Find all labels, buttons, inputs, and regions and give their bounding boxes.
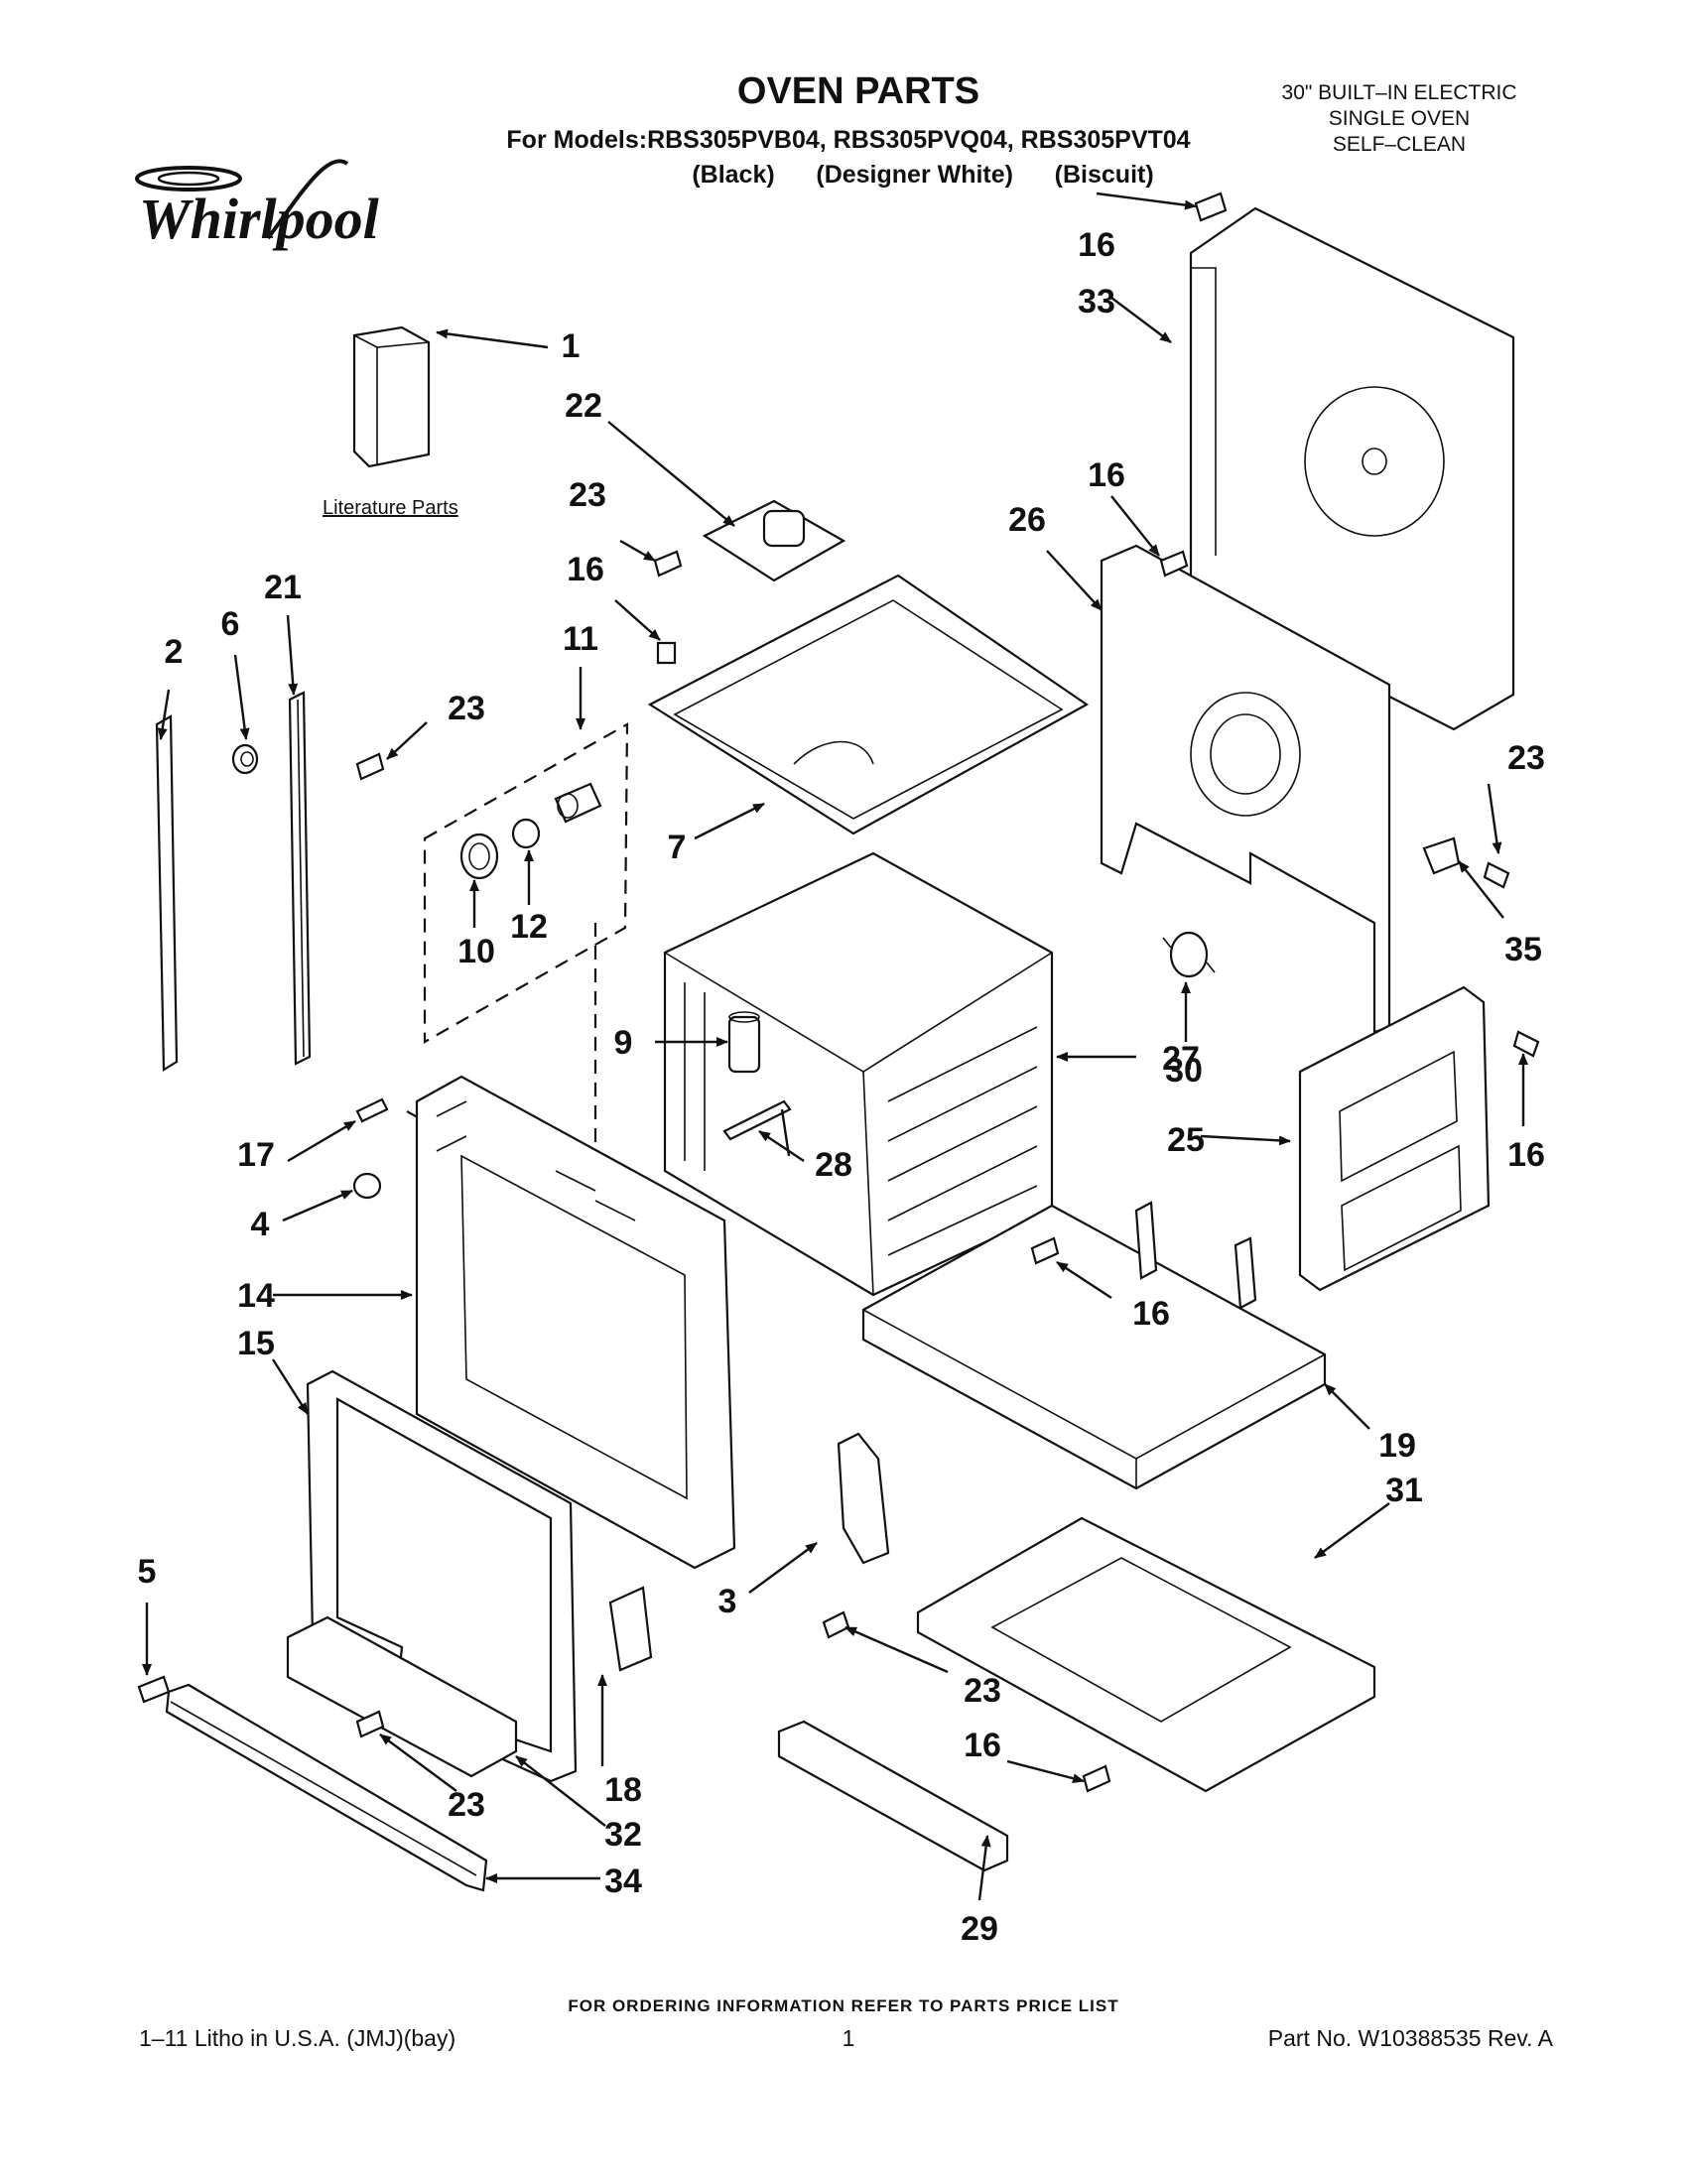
part-21-rail <box>288 691 312 1066</box>
callout-23-rail: 23 <box>448 690 485 727</box>
part-12-knob-cap <box>511 818 541 849</box>
callout-33: 33 <box>1078 283 1115 321</box>
callout-16-bottom: 16 <box>1132 1295 1170 1333</box>
part-26-shield <box>1100 544 1391 1034</box>
part-34-trim <box>165 1683 488 1892</box>
callout-labels: 1 2 3 4 5 6 7 9 10 11 12 14 15 16 16 16 … <box>138 226 1545 1948</box>
literature-label: Literature Parts <box>323 497 458 519</box>
callout-23-baffle: 23 <box>448 1786 485 1824</box>
part-31-tray <box>916 1516 1376 1793</box>
screw-16-side-panel <box>1512 1030 1540 1058</box>
appliance-type-line-2: SINGLE OVEN <box>1329 107 1470 130</box>
callout-15: 15 <box>237 1325 275 1362</box>
callout-16-side: 16 <box>1507 1136 1545 1174</box>
screw-23-bracket <box>653 550 683 578</box>
literature-parts <box>352 325 431 468</box>
part-5-screw <box>137 1675 171 1704</box>
callout-2: 2 <box>165 633 184 671</box>
appliance-type-line-3: SELF–CLEAN <box>1333 133 1466 156</box>
callout-27: 27 <box>1162 1040 1200 1078</box>
part-number: Part No. W10388535 Rev. A <box>1268 2025 1554 2051</box>
part-33-back-panel <box>1189 206 1515 731</box>
callout-18: 18 <box>604 1771 642 1809</box>
whirlpool-logo: Whirlpool <box>135 159 380 251</box>
page-number: 1 <box>843 2025 855 2051</box>
part-7-top-panel <box>647 574 1090 835</box>
callout-23-side: 23 <box>1507 739 1545 777</box>
part-11-group-outline <box>423 722 629 1044</box>
callout-19: 19 <box>1378 1427 1416 1465</box>
part-29-vent-cover <box>777 1720 1009 1872</box>
callout-26: 26 <box>1008 501 1046 539</box>
part-25-side-panel <box>1298 985 1491 1292</box>
screw-16-top-panel <box>656 641 677 665</box>
screw-23-side <box>1483 861 1510 889</box>
callout-23-bracket: 23 <box>569 476 606 514</box>
part-19-bottom-panel <box>861 1201 1327 1490</box>
callout-16-shield: 16 <box>1088 456 1125 494</box>
screw-16-bottom <box>1030 1236 1060 1265</box>
callout-22: 22 <box>565 387 602 425</box>
ordering-notice: FOR ORDERING INFORMATION REFER TO PARTS … <box>568 1996 1118 2015</box>
callout-4: 4 <box>251 1206 270 1243</box>
part-14-front-frame <box>415 1075 736 1570</box>
part-27-oven-cavity <box>663 851 1054 1297</box>
callout-5: 5 <box>138 1553 157 1591</box>
callout-12: 12 <box>510 908 548 946</box>
callout-7: 7 <box>668 829 687 866</box>
callout-28: 28 <box>815 1146 852 1184</box>
screw-16-tray <box>1082 1764 1111 1793</box>
callout-30: 30 <box>1165 1052 1203 1090</box>
part-10-knob <box>459 833 499 880</box>
part-11-socket <box>554 782 602 824</box>
callout-21: 21 <box>264 569 302 606</box>
callout-14: 14 <box>237 1277 275 1315</box>
screw-16-top <box>1194 192 1228 222</box>
callout-34: 34 <box>604 1863 642 1900</box>
callout-6: 6 <box>221 605 240 643</box>
callout-31: 31 <box>1385 1472 1423 1509</box>
callout-17: 17 <box>237 1136 275 1174</box>
appliance-type-line-1: 30" BUILT–IN ELECTRIC <box>1282 81 1517 104</box>
callout-1: 1 <box>562 327 581 365</box>
part-32-baffle <box>286 1615 518 1778</box>
litho-info: 1–11 Litho in U.S.A. (JMJ)(bay) <box>139 2025 455 2051</box>
brand-wordmark: Whirlpool <box>139 187 380 251</box>
screw-16-shield <box>1159 550 1189 578</box>
part-17-screw <box>355 1097 389 1123</box>
callout-9: 9 <box>614 1024 633 1062</box>
callout-23-vent: 23 <box>964 1672 1001 1710</box>
callout-16-top-panel: 16 <box>567 551 604 588</box>
part-30-thermostat <box>1162 931 1216 978</box>
part-28-probe <box>722 1099 792 1141</box>
callout-29: 29 <box>961 1910 998 1948</box>
colors-line: (Black) (Designer White) (Biscuit) <box>692 161 1153 189</box>
part-4-bumper <box>352 1172 382 1200</box>
part-18-clip <box>608 1586 653 1672</box>
part-9-element <box>727 1011 761 1074</box>
part-35-bracket <box>1422 836 1461 875</box>
models-line: For Models:RBS305PVB04, RBS305PVQ04, RBS… <box>506 126 1190 154</box>
callout-16-tray: 16 <box>964 1727 1001 1764</box>
callout-35: 35 <box>1504 931 1542 968</box>
screw-23-vent <box>822 1610 850 1639</box>
callout-32: 32 <box>604 1816 642 1854</box>
callout-10: 10 <box>457 933 495 970</box>
part-3-bracket <box>837 1432 890 1565</box>
callout-16-top: 16 <box>1078 226 1115 264</box>
leader-lines <box>142 192 1528 1901</box>
screw-23-rail <box>355 752 385 781</box>
screw-23-baffle <box>355 1710 385 1738</box>
part-2-strip <box>155 714 179 1072</box>
callout-3: 3 <box>718 1583 737 1620</box>
callout-11: 11 <box>563 620 598 658</box>
part-6-grommet <box>231 743 259 775</box>
callout-25: 25 <box>1167 1121 1205 1159</box>
page-title: OVEN PARTS <box>737 70 979 112</box>
